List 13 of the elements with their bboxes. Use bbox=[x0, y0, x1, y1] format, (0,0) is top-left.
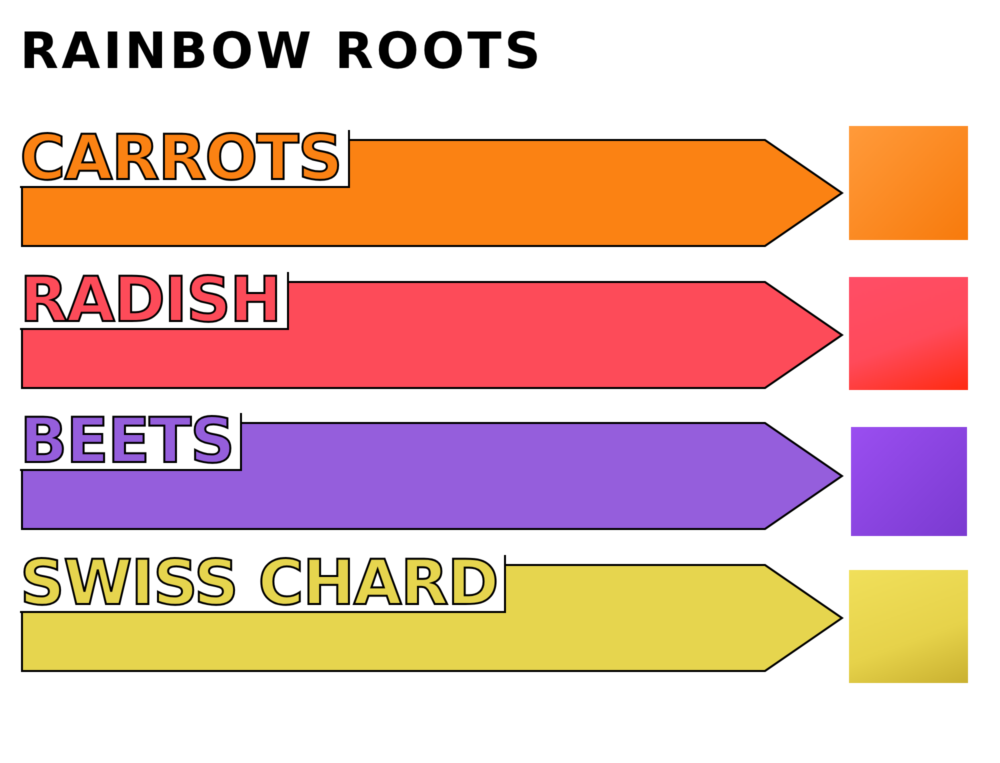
arrow-banner bbox=[20, 413, 845, 531]
banner-label: RADISH bbox=[20, 272, 289, 330]
color-swatch bbox=[849, 126, 968, 240]
arrow-banner bbox=[20, 272, 845, 390]
color-swatch bbox=[849, 570, 968, 683]
arrow-banner bbox=[20, 555, 845, 673]
color-swatch bbox=[851, 427, 967, 536]
arrow-banner bbox=[20, 130, 845, 248]
banner-label: SWISS CHARD bbox=[20, 555, 506, 613]
banner-label: CARROTS bbox=[20, 130, 350, 188]
banner-label: BEETS bbox=[20, 413, 242, 471]
title: RAINBOW ROOTS bbox=[20, 22, 544, 80]
color-swatch bbox=[849, 277, 968, 390]
